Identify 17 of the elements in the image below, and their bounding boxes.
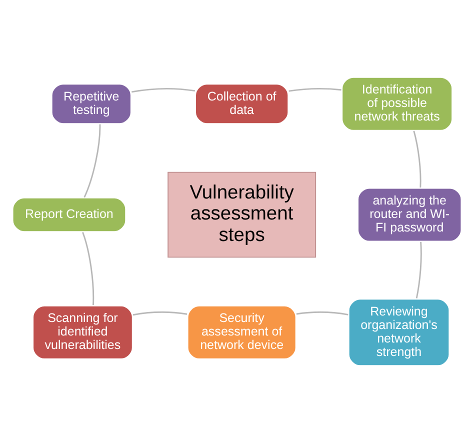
node-box: Scanning for identified vulnerabilities xyxy=(32,304,134,360)
node-box: Vulnerability assessment steps xyxy=(168,171,316,258)
node-box: analyzing the router and WI-FI password xyxy=(356,186,463,242)
connector xyxy=(132,87,195,92)
node-box: Collection of data xyxy=(194,82,290,125)
connector xyxy=(82,232,94,305)
node-box: Report Creation xyxy=(11,196,128,233)
connector xyxy=(288,87,342,92)
node-box: Security assessment of network device xyxy=(186,304,298,360)
connector xyxy=(84,124,101,198)
connector xyxy=(132,310,188,316)
connector xyxy=(413,130,422,188)
connector xyxy=(296,310,348,315)
node-box: Identification of possible network threats xyxy=(340,75,454,132)
node-box: Reviewing organization's network strength xyxy=(347,297,451,367)
node-box: Repetitive testing xyxy=(50,82,132,125)
connector xyxy=(416,241,422,298)
